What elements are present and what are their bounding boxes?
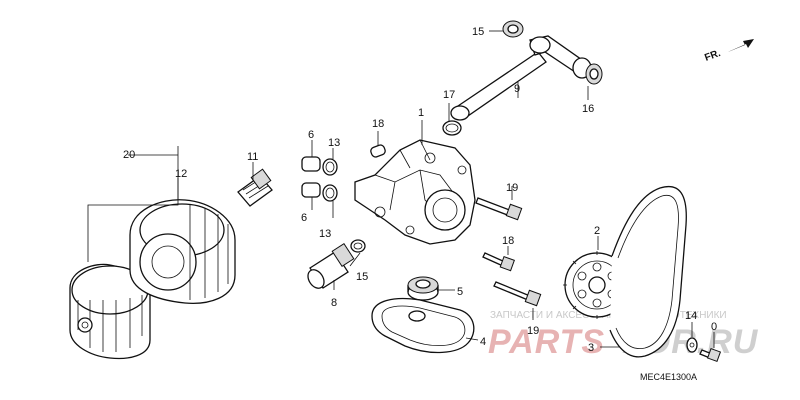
label-13-top: 13 <box>328 137 340 149</box>
collars-and-orings <box>301 156 338 202</box>
diagram-code: MEC4E1300A <box>640 372 697 382</box>
label-19-top: 19 <box>506 182 518 194</box>
front-arrow-icon <box>728 39 754 52</box>
label-13-bottom: 13 <box>319 228 331 240</box>
label-9: 9 <box>514 83 520 95</box>
union-bolt <box>237 168 273 207</box>
watermark-logo-left: PARTS <box>488 323 605 361</box>
strainer-cap <box>407 276 439 301</box>
label-2: 2 <box>594 225 600 237</box>
pump-bolt-18 <box>482 252 515 272</box>
label-14: 15 <box>356 271 368 283</box>
leader-lines <box>87 30 715 348</box>
relief-valve <box>307 239 366 289</box>
pump-bolt-upper <box>475 197 523 221</box>
label-12: 14 <box>685 310 697 322</box>
oil-filter-cartridge <box>129 199 236 304</box>
label-7: 8 <box>331 297 337 309</box>
front-label: FR. <box>703 48 722 64</box>
label-20: 20 <box>123 149 135 161</box>
oil-pump-body <box>354 139 476 245</box>
label-19-bottom: 19 <box>527 325 539 337</box>
oil-strainer <box>371 297 475 354</box>
label-6-top: 6 <box>308 129 314 141</box>
part-labels: 20 12 11 6 13 6 13 18 1 17 15 9 16 15 8 … <box>123 26 717 382</box>
front-direction-arrow: FR. <box>703 39 754 64</box>
label-15-right: 16 <box>582 103 594 115</box>
label-4: 4 <box>480 336 486 348</box>
label-1: 1 <box>418 107 424 119</box>
label-11: 11 <box>247 151 258 163</box>
label-8: 12 <box>175 168 187 180</box>
drive-chain <box>609 186 687 358</box>
label-3: 3 <box>588 342 594 354</box>
oil-pipe <box>450 35 592 121</box>
pipe-orings <box>442 20 603 136</box>
pump-bolt-lower <box>493 281 542 307</box>
label-16: 17 <box>443 89 455 101</box>
dowel-pin <box>370 144 386 158</box>
sprocket-washer-bolt <box>686 337 722 363</box>
label-5: 5 <box>457 286 463 298</box>
label-17: 18 <box>372 118 384 130</box>
label-15-left: 15 <box>472 26 484 38</box>
label-6-bottom: 6 <box>301 212 307 224</box>
label-18: 18 <box>502 235 514 247</box>
label-0: 0 <box>711 321 717 333</box>
